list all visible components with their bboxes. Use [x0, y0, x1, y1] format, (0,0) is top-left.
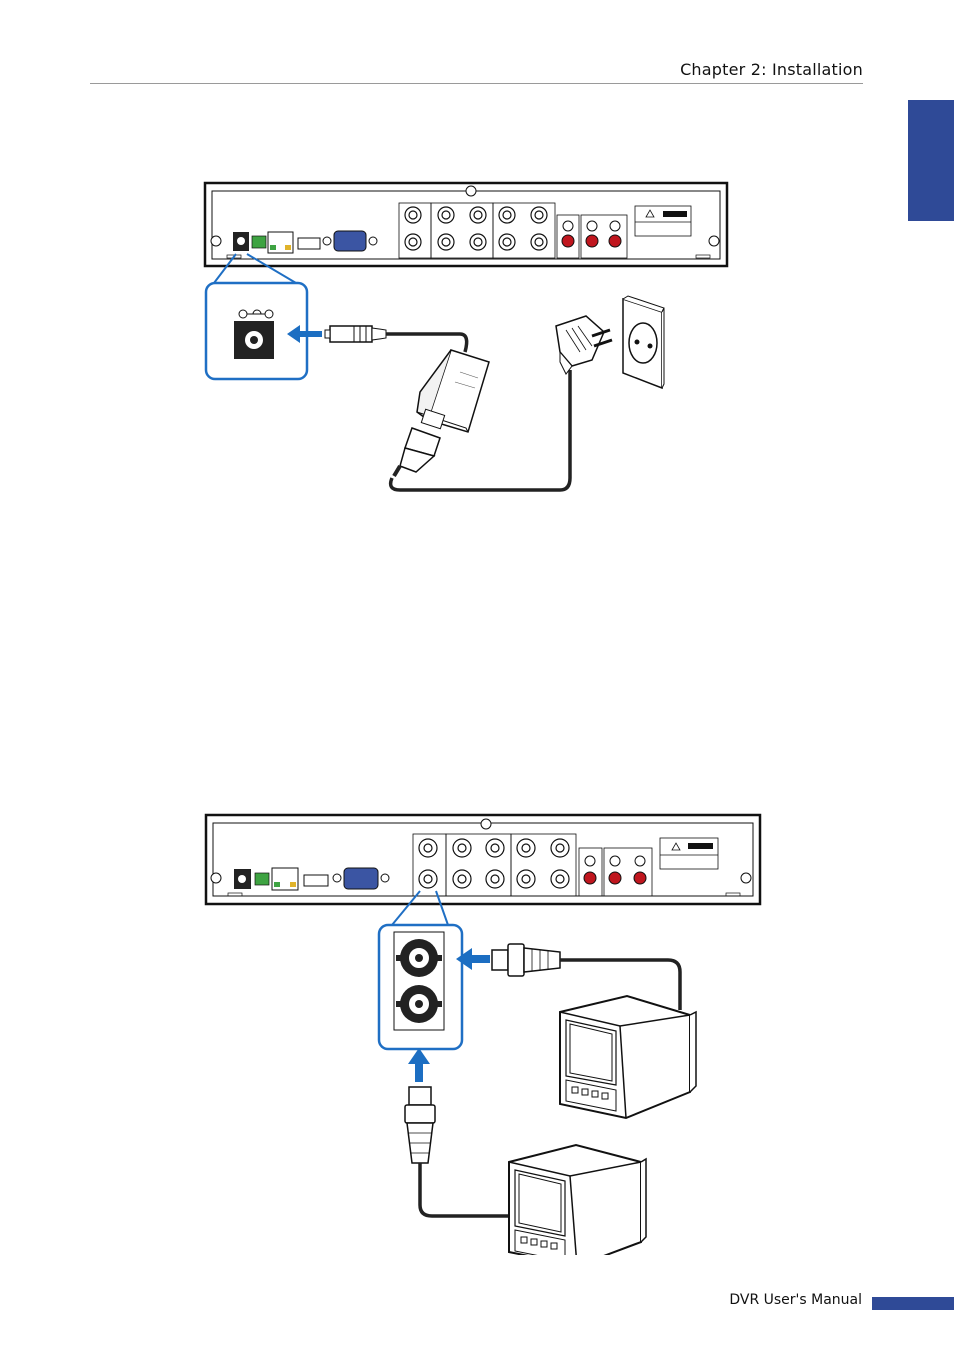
bnc-output-callout-icon: [379, 891, 490, 1082]
dc-jack-callout-icon: [206, 254, 322, 379]
monitor-connection-diagram: [0, 805, 954, 1255]
power-connection-diagram: [0, 175, 954, 500]
manual-title: DVR User's Manual: [729, 1292, 862, 1308]
bnc-connector-icon: [492, 944, 680, 1010]
wall-outlet-icon: [623, 296, 664, 388]
ac-plug-icon: [556, 316, 612, 374]
footer-page-bar: [872, 1297, 954, 1310]
crt-monitor-icon: [509, 1145, 646, 1255]
power-adapter-icon: [325, 326, 570, 490]
header-divider: [90, 83, 863, 84]
crt-monitor-icon: [560, 996, 696, 1118]
chapter-title: Chapter 2: Installation: [680, 60, 863, 79]
dvr-rear-panel-icon: [205, 183, 727, 266]
bnc-connector-icon: [405, 1087, 510, 1216]
dvr-rear-panel-icon: [206, 815, 760, 904]
